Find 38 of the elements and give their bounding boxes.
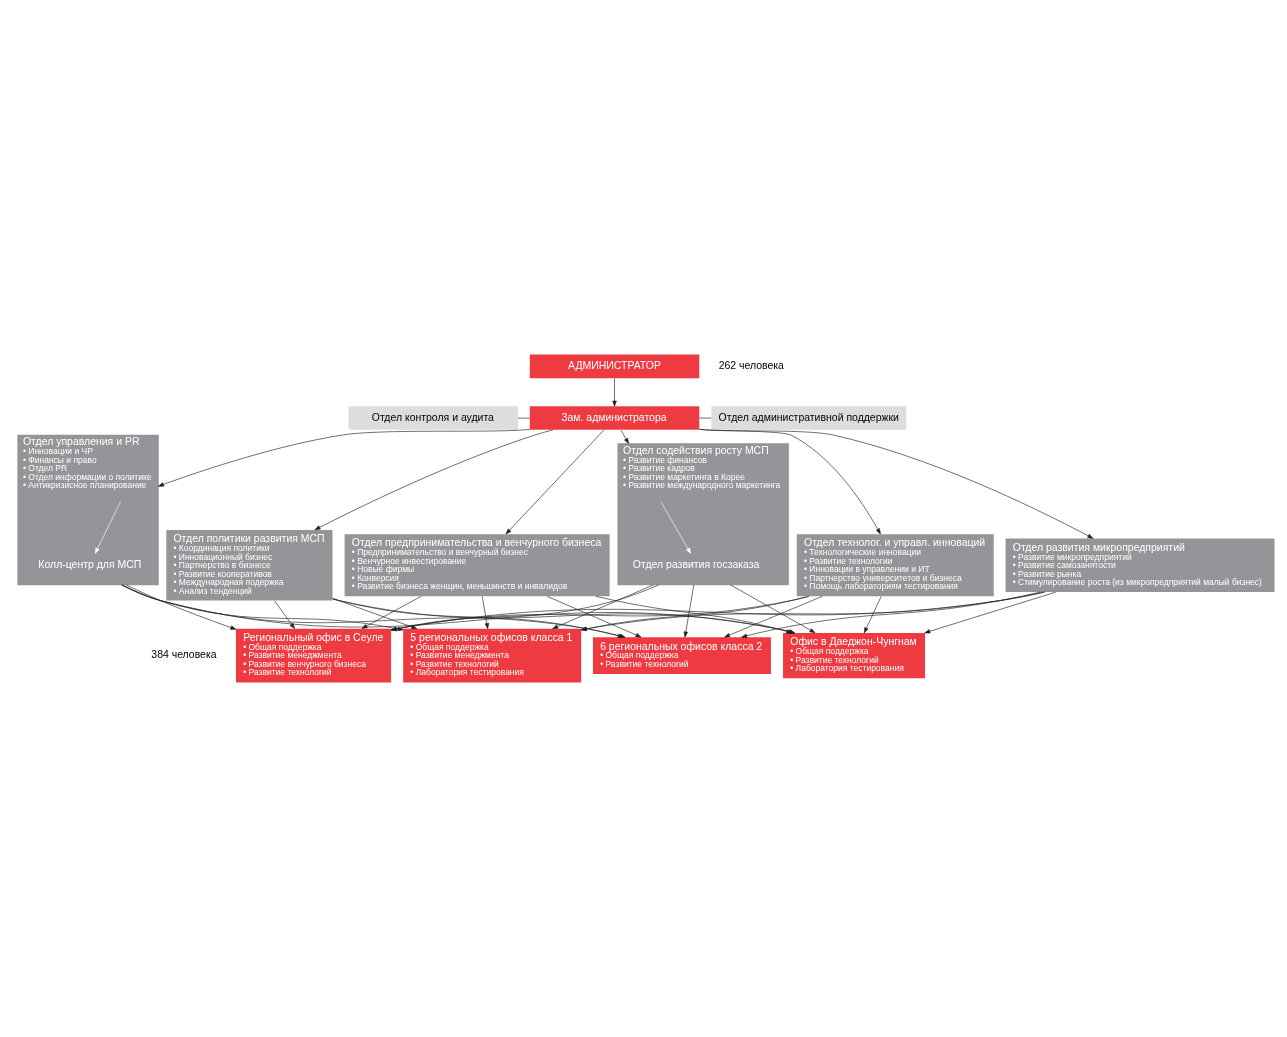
node-box: Отдел технолог. и управл. инноваций • Технологические инновации • Развитие технологии • Инновации в управлении и ИТ • Партнерство университетов и бизнеса • Помощь лабораториям тестирования	[796, 534, 994, 597]
arrow	[580, 596, 808, 631]
node-box: Отдел предпринимательства и венчурного бизнеса • Предпринимательство и венчурный бизнес • Венчурное инвестирование • Новые фирмы • Конверсия • Развитие бизнеса женщин, меньшинств и инвалидов	[344, 534, 610, 597]
node-box: 5 региональных офисов класса 1 • Общая поддержка • Развитие менеджмента • Развитие технологий • Лаборатория тестирования	[403, 628, 582, 683]
node-box: АДМИНИСТРАТОР	[529, 354, 700, 379]
arrow	[126, 584, 237, 630]
node-box: Отдел контроля и аудита	[348, 406, 518, 430]
arrow	[741, 591, 1041, 638]
arrow	[683, 584, 695, 638]
node-box: Отдел развития микропредприятий • Развитие микропредприятий • Развитие самозанятости • Развитие рынка • Стимулирование роста (из микропредприятий малый бизнес)	[1005, 538, 1275, 593]
node-text: Колл-центр для МСП	[38, 558, 142, 570]
arrow	[361, 596, 422, 629]
arrow	[863, 596, 882, 634]
arrow	[274, 600, 295, 629]
arrow	[724, 596, 823, 638]
arrow	[505, 429, 605, 535]
arrow	[612, 377, 617, 407]
node-box: Отдел административной поддержки	[711, 406, 907, 430]
arrow	[314, 429, 554, 531]
node-box: Зам. администратора	[529, 406, 700, 430]
arrow	[122, 584, 404, 631]
arrow	[390, 584, 659, 632]
arrow	[924, 591, 1057, 634]
node-box: 6 региональных офисов класса 2 • Общая поддержка • Развитие технологий	[592, 637, 771, 674]
arrow	[620, 429, 629, 444]
arrow	[158, 429, 531, 487]
arrow	[580, 591, 1044, 631]
arrow	[94, 501, 121, 554]
arrow	[699, 429, 1094, 539]
node-box: Офис в Даеджон-Чунгнам • Общая поддержка • Развитие технологий • Лаборатория тестирования	[783, 632, 926, 679]
arrow	[481, 596, 489, 629]
node-box: Отдел политики развития МСП • Координация политики • Инновационный бизнес • Партнерство в бизнесе • Развитие кооперативов • Международная подержка • Анализ тенденций	[166, 529, 333, 601]
arrow	[332, 597, 418, 629]
label: 384 человека	[151, 649, 217, 661]
node-box: Региональный офис в Сеуле • Общая поддержка • Развитие менеджмента • Развитие венчурного бизнеса • Развитие технологий	[235, 628, 392, 683]
label: 262 человека	[718, 359, 784, 371]
arrow	[552, 584, 654, 629]
node-text: Отдел развития госзаказа	[632, 558, 760, 570]
